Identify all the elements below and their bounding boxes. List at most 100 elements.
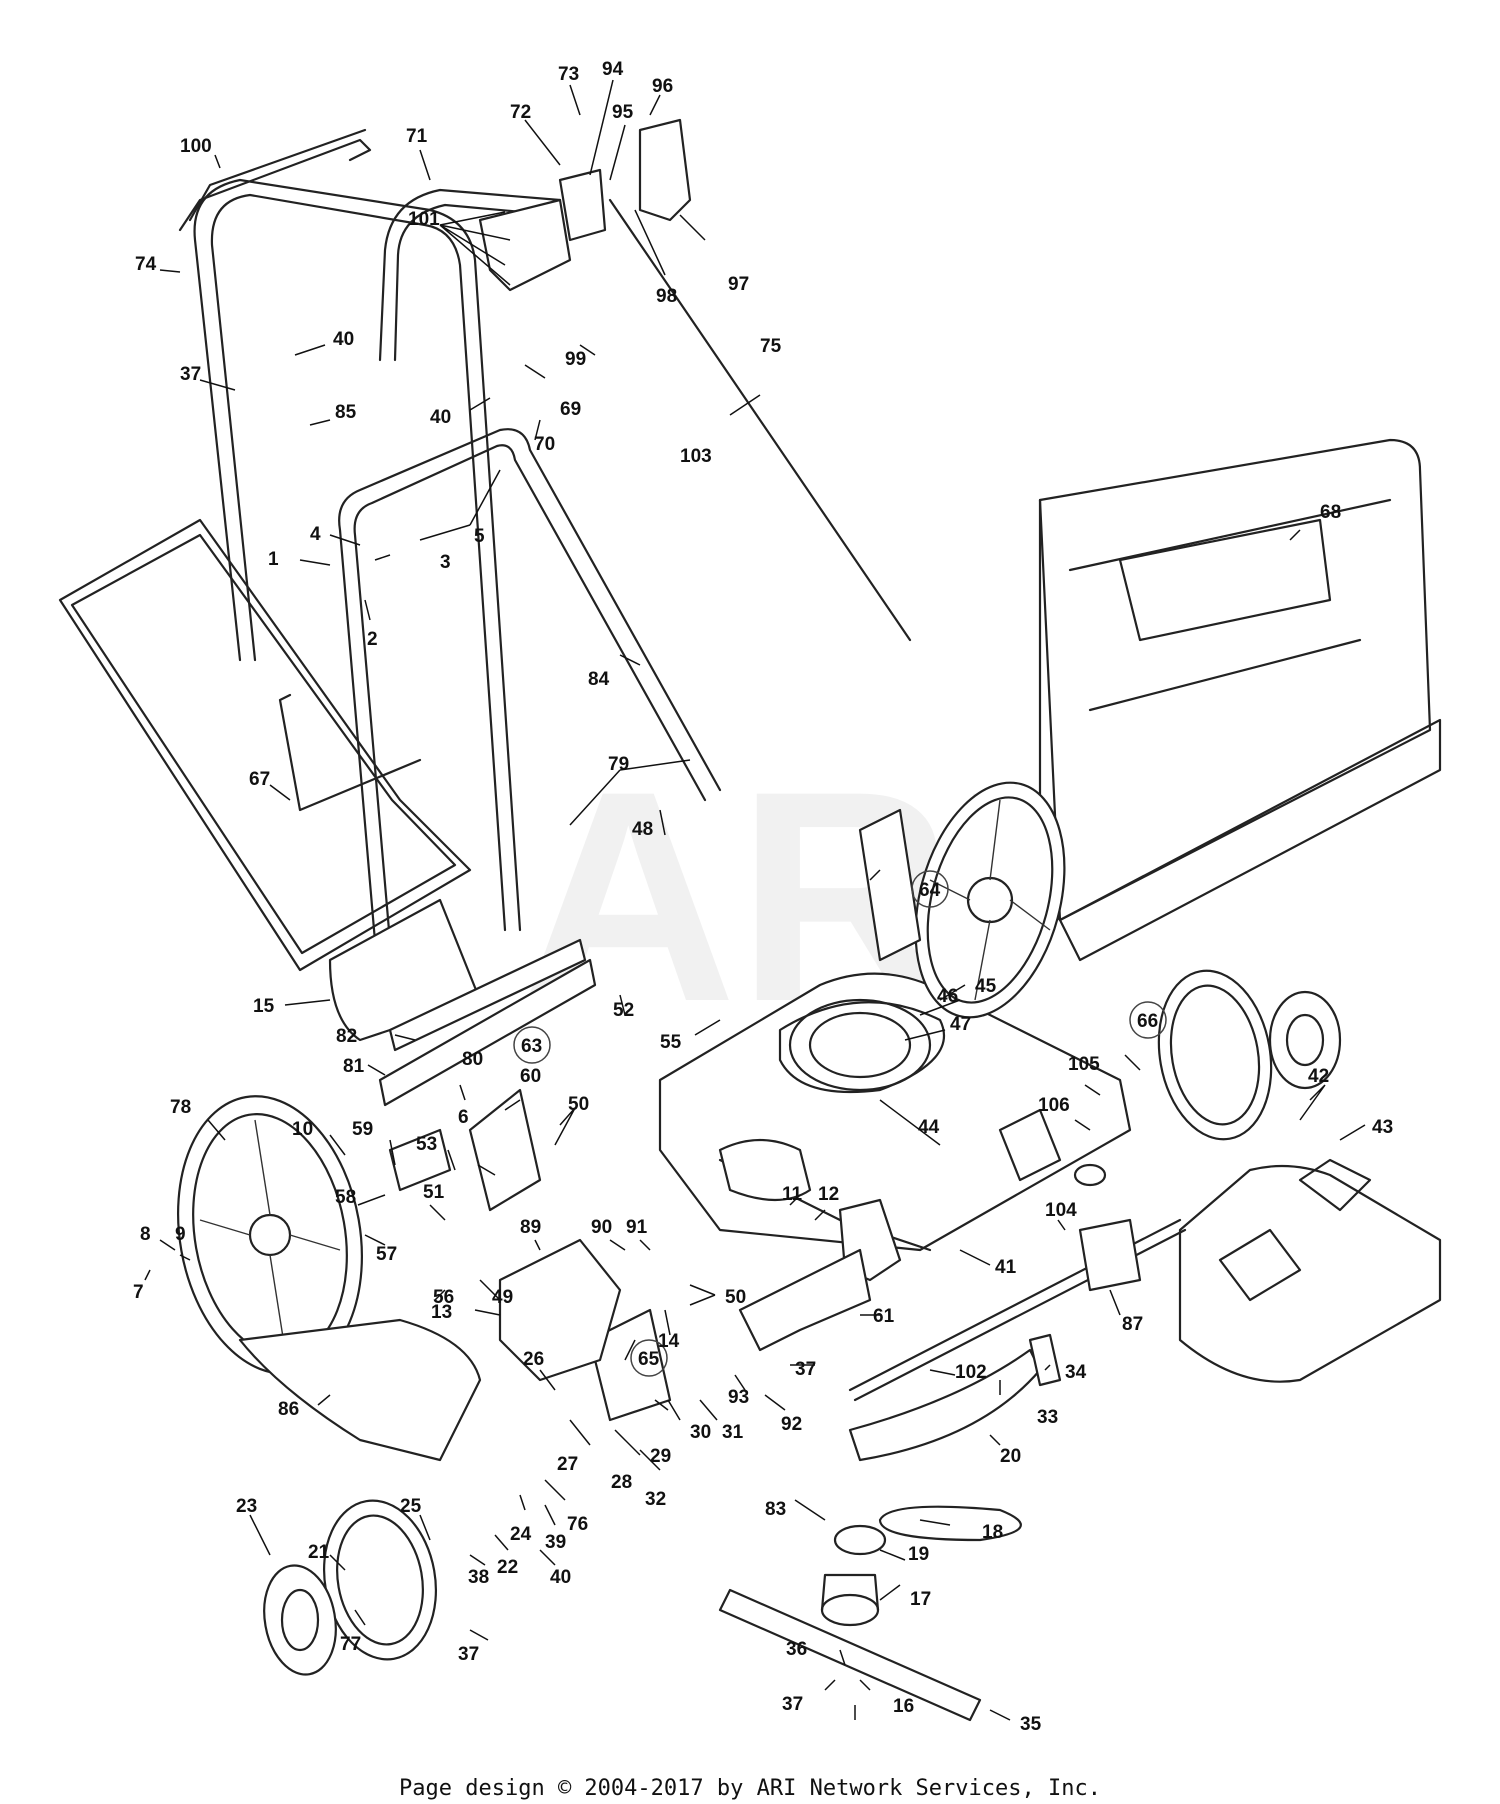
- drive-axle: [848, 1163, 1187, 1402]
- callout-label: 10: [292, 1119, 313, 1140]
- callout-label: 68: [1320, 502, 1341, 523]
- rear-wheel-right: [914, 781, 1066, 1019]
- callout-label: 30: [690, 1422, 711, 1443]
- callout-circle-64: [911, 870, 949, 908]
- callout-label: 56: [433, 1287, 454, 1308]
- callout-label: 73: [558, 64, 579, 85]
- callout-label: 26: [523, 1349, 544, 1370]
- callout-label: 63: [521, 1036, 542, 1057]
- callout-label: 82: [336, 1026, 357, 1047]
- callout-label: 102: [955, 1362, 987, 1383]
- callout-label: 24: [510, 1524, 532, 1545]
- callout-label: 39: [545, 1532, 566, 1553]
- callout-label: 25: [400, 1496, 422, 1517]
- hinge-rod: [378, 938, 597, 1107]
- leader-lines: [144, 79, 1366, 1721]
- callout-label: 60: [520, 1066, 541, 1087]
- bail-handle: [378, 188, 562, 362]
- blade: [718, 1588, 982, 1722]
- callout-label: 95: [612, 102, 634, 123]
- callout-label: 103: [680, 446, 712, 467]
- callout-circle-65: [630, 1339, 668, 1377]
- callout-label: 89: [520, 1217, 541, 1238]
- callout-label: 9: [175, 1224, 186, 1245]
- callout-label: 32: [645, 1489, 666, 1510]
- callout-label: 31: [722, 1422, 744, 1443]
- callout-label: 92: [781, 1414, 802, 1435]
- callout-label: 78: [170, 1097, 191, 1118]
- callout-label: 81: [343, 1056, 365, 1077]
- callout-circle-63: [513, 1026, 551, 1064]
- callout-label: 99: [565, 349, 586, 370]
- callout-label: 87: [1122, 1314, 1143, 1335]
- front-deck-cover: [1178, 1158, 1442, 1383]
- callout-label: 4: [310, 524, 321, 545]
- callout-label: 51: [423, 1182, 445, 1203]
- callout-label: 38: [468, 1567, 489, 1588]
- callout-label: 84: [588, 669, 610, 690]
- callout-label: 40: [333, 329, 354, 350]
- callout-label: 101: [408, 209, 440, 230]
- side-discharge-chute: [238, 1318, 482, 1462]
- callout-label: 5: [474, 526, 485, 547]
- callout-label: 86: [278, 1399, 299, 1420]
- callout-label: 67: [249, 769, 270, 790]
- callout-label: 20: [1000, 1446, 1021, 1467]
- callout-label: 100: [180, 136, 212, 157]
- callout-label: 34: [1065, 1362, 1087, 1383]
- callout-label: 8: [140, 1224, 151, 1245]
- callout-label: 33: [1037, 1407, 1058, 1428]
- callout-label: 98: [656, 286, 677, 307]
- callout-label: 42: [1308, 1066, 1329, 1087]
- callout-label: 23: [236, 1496, 257, 1517]
- mulch-plug: [498, 1238, 622, 1382]
- callout-label: 48: [632, 819, 653, 840]
- callout-label: 91: [626, 1217, 648, 1238]
- callout-label: 2: [367, 629, 378, 650]
- callout-label: 47: [950, 1014, 971, 1035]
- callout-label: 28: [611, 1472, 632, 1493]
- callout-label: 40: [430, 407, 451, 428]
- callout-label: 27: [557, 1454, 578, 1475]
- callout-label: 41: [995, 1257, 1017, 1278]
- callout-label: 71: [406, 126, 428, 147]
- grass-catcher-frame: [58, 518, 472, 972]
- callout-label: 93: [728, 1387, 749, 1408]
- callout-label: 58: [335, 1187, 356, 1208]
- callout-label: 3: [440, 552, 451, 573]
- callout-label: 35: [1020, 1714, 1042, 1735]
- callout-label: 66: [1137, 1011, 1158, 1032]
- front-wheel-right: [1157, 969, 1342, 1141]
- callout-label: 83: [765, 1499, 786, 1520]
- callout-label: 40: [550, 1567, 571, 1588]
- callout-label: 12: [818, 1184, 839, 1205]
- callout-label: 37: [795, 1359, 816, 1380]
- callout-label: 53: [416, 1134, 437, 1155]
- callout-label: 19: [908, 1544, 929, 1565]
- callout-label: 105: [1068, 1054, 1100, 1075]
- callout-label: 45: [975, 976, 997, 997]
- callout-label: 18: [982, 1522, 1003, 1543]
- callout-label: 104: [1045, 1200, 1077, 1221]
- callout-label: 7: [133, 1282, 144, 1303]
- callout-label: 59: [352, 1119, 373, 1140]
- callout-label: 43: [1372, 1117, 1393, 1138]
- throttle-cable: [608, 198, 912, 642]
- callout-label: 11: [782, 1184, 803, 1205]
- callout-label: 37: [782, 1694, 803, 1715]
- drive-belt: [878, 1505, 1022, 1542]
- callout-label: 94: [602, 59, 624, 80]
- callout-label: 36: [786, 1639, 807, 1660]
- callout-label: 55: [660, 1032, 682, 1053]
- deflector-32: [848, 1333, 1062, 1462]
- callout-label: 21: [308, 1542, 330, 1563]
- callout-label: 65: [638, 1349, 660, 1370]
- callout-label: 106: [1038, 1095, 1070, 1116]
- callout-label: 50: [725, 1287, 746, 1308]
- callout-label: 85: [335, 402, 357, 423]
- callout-label: 50: [568, 1094, 589, 1115]
- callout-label: 96: [652, 76, 673, 97]
- callout-label: 69: [560, 399, 581, 420]
- callout-label: 90: [591, 1217, 612, 1238]
